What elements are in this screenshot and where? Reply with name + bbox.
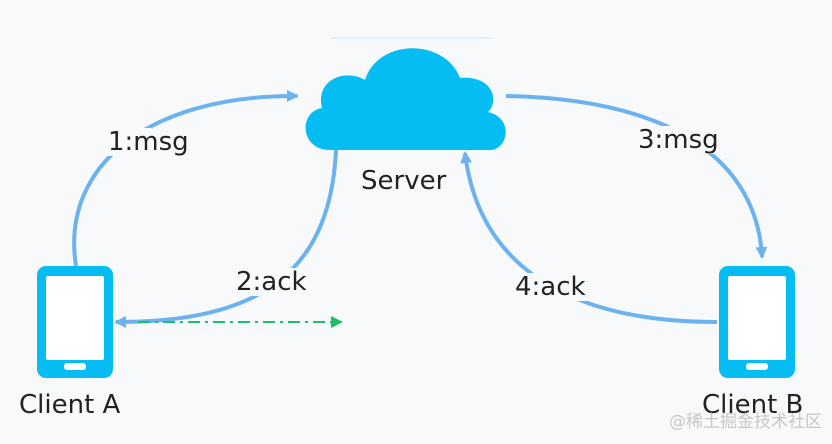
edge-label-4: 4:ack [513, 272, 588, 302]
watermark: @稀土掘金技术社区 [669, 412, 822, 432]
node-label-client-b: Client B [702, 390, 804, 420]
node-label-server: Server [361, 166, 447, 196]
phone-icon [37, 266, 113, 378]
edge-arrow-3 [505, 94, 768, 259]
edge-label-2: 2:ack [234, 267, 309, 297]
edge-label-3: 3:msg [636, 125, 721, 155]
node-label-client-a: Client A [19, 390, 121, 420]
edge-arrow-1 [72, 89, 299, 267]
edge-arrow-4 [460, 151, 718, 324]
server-cloud-icon [305, 37, 506, 151]
edge-label-1: 1:msg [106, 127, 191, 157]
phone-icon [719, 266, 795, 378]
